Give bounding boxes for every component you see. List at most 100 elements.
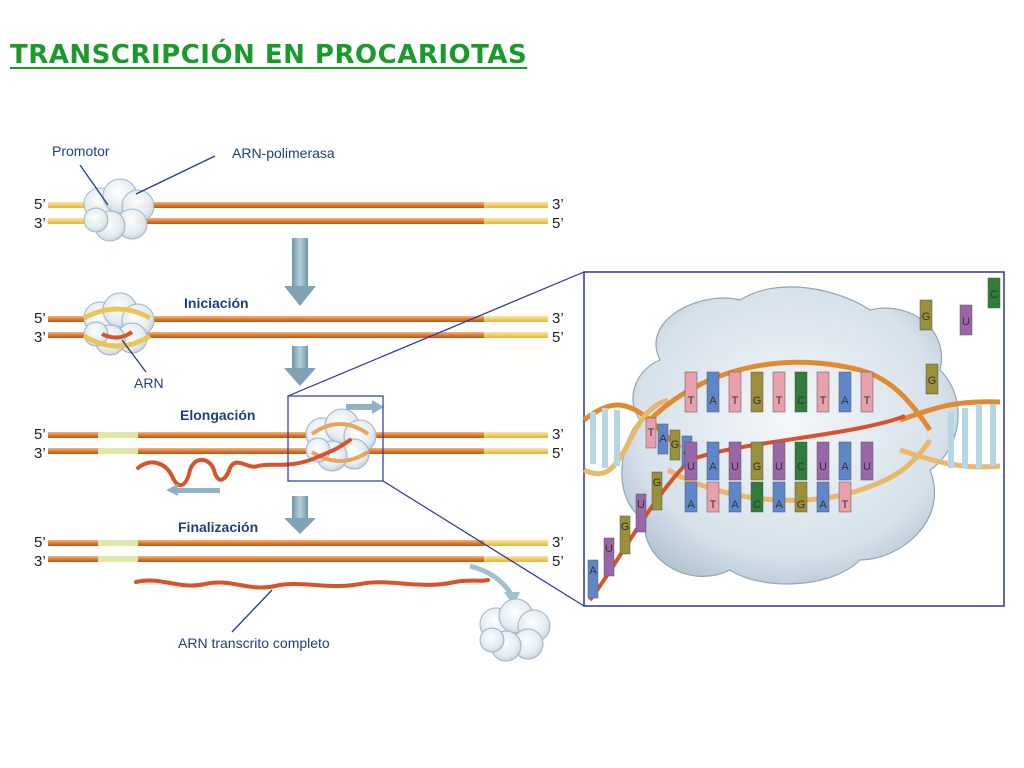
svg-text:T: T bbox=[842, 499, 849, 511]
svg-text:T: T bbox=[820, 395, 827, 407]
free-nucleotide-3: G bbox=[925, 363, 939, 395]
svg-text:G: G bbox=[753, 395, 762, 407]
svg-text:T: T bbox=[710, 499, 717, 511]
rna-base-0: U bbox=[684, 441, 698, 481]
free-nucleotides: G U C G bbox=[919, 277, 1001, 395]
dna-bottom-strand bbox=[48, 448, 548, 454]
free-nucleotide-1: U bbox=[959, 304, 973, 336]
svg-text:U: U bbox=[637, 499, 645, 511]
elongating-rna bbox=[136, 438, 352, 487]
terminator-region-top bbox=[484, 432, 548, 438]
svg-text:G: G bbox=[922, 311, 931, 323]
template-base-1: A bbox=[706, 371, 720, 413]
zoom-connector-top bbox=[287, 271, 585, 397]
svg-text:U: U bbox=[819, 461, 827, 473]
row3-left-top-end: 5’ bbox=[34, 426, 46, 443]
svg-text:T: T bbox=[648, 427, 655, 439]
rna-base-7: A bbox=[838, 441, 852, 481]
bubble-bottom bbox=[310, 450, 370, 463]
svg-text:C: C bbox=[797, 461, 805, 473]
step-arrow-1 bbox=[284, 238, 316, 306]
rna-label: ARN bbox=[134, 375, 164, 391]
svg-text:A: A bbox=[731, 499, 739, 511]
termination-label: Finalización bbox=[178, 519, 258, 535]
rna-tail-base-4: G bbox=[651, 471, 663, 511]
polymerase-pointer bbox=[135, 155, 216, 195]
dna-top-strand bbox=[48, 202, 548, 208]
svg-text:C: C bbox=[797, 395, 805, 407]
row-3-elongation: Elongación 5’ 3’ 3’ 5’ bbox=[34, 395, 564, 496]
step-arrow-3 bbox=[284, 496, 316, 534]
row4-right-bottom-end: 5’ bbox=[552, 553, 564, 570]
svg-text:U: U bbox=[962, 316, 970, 328]
svg-text:U: U bbox=[605, 543, 613, 555]
template-base-3: G bbox=[750, 371, 764, 413]
svg-text:A: A bbox=[841, 461, 849, 473]
template-base-8: T bbox=[860, 371, 874, 413]
svg-text:U: U bbox=[687, 461, 695, 473]
rna-polymerase-cloud bbox=[83, 178, 155, 242]
svg-text:T: T bbox=[732, 395, 739, 407]
terminator-region-top bbox=[484, 316, 548, 322]
template-bases: TATGTCTATTAGA bbox=[645, 371, 874, 467]
row4-right-top-end: 3’ bbox=[552, 534, 564, 551]
svg-text:C: C bbox=[753, 499, 761, 511]
rna-base-3: G bbox=[750, 441, 764, 481]
terminator-region-top bbox=[484, 202, 548, 208]
rna-base-2: U bbox=[728, 441, 742, 481]
terminator-region-bottom bbox=[484, 556, 548, 562]
svg-text:A: A bbox=[687, 499, 695, 511]
elongation-label: Elongación bbox=[180, 407, 255, 423]
svg-text:T: T bbox=[776, 395, 783, 407]
rna-base-5: C bbox=[794, 441, 808, 481]
svg-text:G: G bbox=[653, 477, 662, 489]
template-left-base-0: T bbox=[645, 417, 657, 449]
free-nucleotide-2: C bbox=[987, 277, 1001, 309]
free-nucleotide-0: G bbox=[919, 299, 933, 331]
rna-pointer bbox=[121, 339, 147, 373]
transcribed-region-bottom bbox=[98, 448, 138, 454]
polymerase-label: ARN-polimerasa bbox=[232, 145, 335, 161]
row1-left-bottom-end: 3’ bbox=[34, 215, 46, 232]
initiation-label: Iniciación bbox=[184, 295, 249, 311]
svg-text:A: A bbox=[709, 461, 717, 473]
row-1-dna: Promotor ARN-polimerasa 5’ 3’ 3’ 5’ bbox=[34, 143, 564, 242]
transcribed-region-bottom bbox=[98, 556, 138, 562]
terminator-region-top bbox=[484, 540, 548, 546]
dna-top-strand bbox=[48, 540, 548, 546]
svg-text:U: U bbox=[775, 461, 783, 473]
row2-right-bottom-end: 5’ bbox=[552, 329, 564, 346]
svg-text:G: G bbox=[928, 375, 937, 387]
template-base-0: T bbox=[684, 371, 698, 413]
template-left-base-2: G bbox=[669, 429, 681, 461]
svg-text:A: A bbox=[775, 499, 783, 511]
coding-base-6: A bbox=[816, 481, 830, 513]
coding-base-5: G bbox=[794, 481, 808, 513]
rna-release-arrow bbox=[166, 484, 220, 496]
coding-base-7: T bbox=[838, 481, 852, 513]
template-left-base-1: A bbox=[657, 423, 669, 455]
svg-text:A: A bbox=[659, 433, 667, 445]
svg-text:T: T bbox=[688, 395, 695, 407]
rna-tail-base-2: G bbox=[619, 515, 631, 555]
dna-bottom-strand bbox=[48, 218, 548, 224]
svg-text:G: G bbox=[621, 521, 630, 533]
open-bubble-bottom bbox=[82, 333, 152, 349]
coding-base-3: C bbox=[750, 481, 764, 513]
dna-top-strand bbox=[48, 432, 548, 438]
promoter-pointer bbox=[79, 164, 109, 206]
row1-left-top-end: 5’ bbox=[34, 196, 46, 213]
rna-tail-base-0: A bbox=[587, 559, 599, 599]
row3-right-top-end: 3’ bbox=[552, 426, 564, 443]
svg-text:A: A bbox=[589, 565, 597, 577]
rna-base-6: U bbox=[816, 441, 830, 481]
template-base-4: T bbox=[772, 371, 786, 413]
dna-bottom-strand bbox=[48, 332, 548, 338]
page-title: TRANSCRIPCIÓN EN PROCARIOTAS bbox=[10, 40, 528, 70]
zoom-connector-bottom bbox=[382, 480, 585, 607]
row2-left-bottom-end: 3’ bbox=[34, 329, 46, 346]
